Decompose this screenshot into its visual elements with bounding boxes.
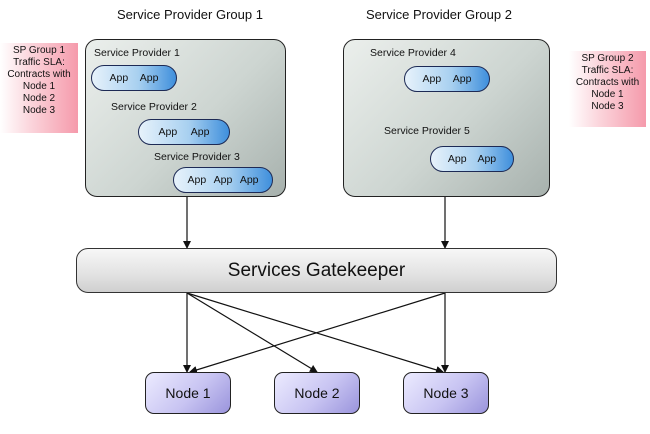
sla-line: Node 3 [22,105,56,116]
app-label: App [187,174,207,186]
services-gatekeeper: Services Gatekeeper [76,248,557,293]
service-provider-2-label: Service Provider 2 [111,101,197,113]
app-label: App [477,153,497,165]
node-3: Node 3 [403,372,489,414]
sla-line: SP Group 2 [581,53,634,64]
sla-note-group-1: SP Group 1 Traffic SLA: Contracts with N… [0,43,78,133]
service-provider-1-apps: App App [91,65,177,91]
app-label: App [158,126,178,138]
group1-title: Service Provider Group 1 [117,7,263,22]
sla-line: SP Group 1 [12,45,66,56]
service-provider-2-apps: App App [138,119,230,145]
group2-title: Service Provider Group 2 [366,7,512,22]
sla-line: Node 2 [22,93,56,104]
sla-line: Contracts with [575,77,640,88]
service-provider-1-label: Service Provider 1 [94,47,180,59]
node-1: Node 1 [145,372,231,414]
sla-line: Node 1 [591,89,624,100]
arrow-gk-node3-a [186,292,444,374]
app-label: App [452,73,472,85]
sla-line: Node 1 [22,81,56,92]
node-2: Node 2 [274,372,360,414]
app-label: App [139,72,159,84]
service-provider-group-2 [343,39,550,197]
service-provider-5-apps: App App [430,146,514,172]
app-label: App [190,126,210,138]
service-provider-5-label: Service Provider 5 [384,125,470,137]
app-label: App [109,72,129,84]
node-label: Node 2 [294,385,340,401]
node-label: Node 3 [423,385,469,401]
sla-line: Traffic SLA: [13,57,65,68]
service-provider-4-label: Service Provider 4 [370,47,456,59]
node-label: Node 1 [165,385,211,401]
sla-line: Node 3 [591,101,624,112]
sla-line: Traffic SLA: [581,65,634,76]
service-provider-3-apps: App App App [173,167,273,193]
app-label: App [239,174,259,186]
app-label: App [447,153,467,165]
sla-line: Contracts with [7,69,71,80]
gatekeeper-label: Services Gatekeeper [227,259,406,281]
service-provider-4-apps: App App [404,66,490,92]
app-label: App [422,73,442,85]
service-provider-3-label: Service Provider 3 [154,151,240,163]
app-label: App [213,174,233,186]
arrow-gk-node2 [186,292,318,373]
arrow-gk-node1-b [189,292,446,374]
sla-note-group-2: SP Group 2 Traffic SLA: Contracts with N… [569,51,646,127]
